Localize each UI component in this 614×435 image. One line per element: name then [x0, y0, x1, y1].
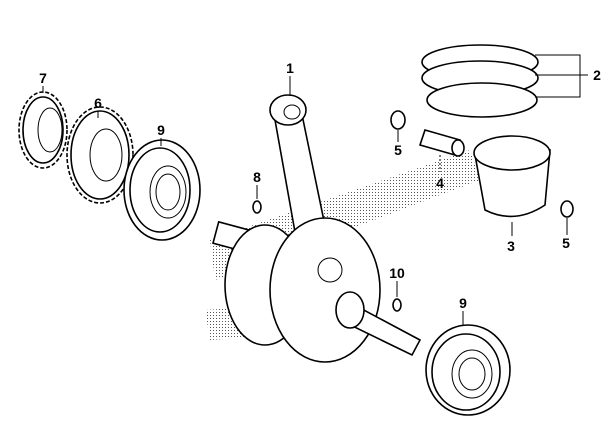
gear-large: [66, 106, 134, 204]
callout-2: 2: [593, 67, 601, 83]
callout-3: 3: [507, 238, 515, 254]
clip-right: [560, 200, 574, 218]
piston: [473, 135, 551, 236]
callout-8: 8: [253, 169, 261, 185]
callout-5: 5: [562, 235, 570, 251]
key-right: [392, 298, 402, 312]
key-left: [252, 200, 262, 214]
callout-6: 6: [94, 95, 102, 111]
callout-1: 1: [286, 60, 294, 76]
callout-7: 7: [39, 70, 47, 86]
gear-small: [18, 91, 68, 169]
callout-10: 10: [389, 265, 405, 281]
callout-4: 4: [436, 175, 444, 191]
bearing-left: [123, 139, 201, 241]
piston-rings: [421, 44, 588, 118]
callout-9: 9: [157, 122, 165, 138]
bearing-right: [425, 324, 511, 416]
callout-5: 5: [394, 142, 402, 158]
crankshaft-assembly: [212, 94, 422, 363]
piston-pin: [418, 129, 465, 172]
callout-9: 9: [459, 295, 467, 311]
clip-top: [390, 110, 406, 130]
